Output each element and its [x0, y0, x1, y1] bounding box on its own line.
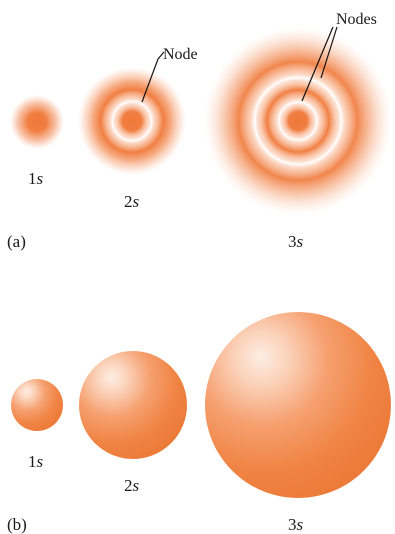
label-3s-a: 3s — [288, 232, 304, 251]
orbital-2s-sphere — [79, 351, 187, 459]
label-2s-b: 2s — [124, 476, 140, 495]
nodes-callout-label: Nodes — [336, 11, 377, 28]
nodes-callout-line-inner — [301, 26, 334, 102]
label-2s-a: 2s — [124, 192, 140, 211]
orbital-1s-sphere — [11, 379, 63, 431]
orbital-2s-density — [78, 67, 186, 175]
orbital-3s-sphere — [205, 312, 391, 498]
label-1s-b: 1s — [28, 452, 44, 471]
label-3s-b: 3s — [288, 515, 304, 534]
node-callout-line — [141, 51, 165, 103]
panel-b-tag: (b) — [7, 515, 27, 534]
orbital-3s-density — [204, 27, 392, 215]
orbital-1s-density — [10, 95, 64, 149]
nodes-callout-line-outer — [320, 26, 338, 79]
label-1s-a: 1s — [28, 169, 44, 188]
panel-a-tag: (a) — [7, 232, 26, 251]
node-callout-label: Node — [163, 46, 198, 63]
